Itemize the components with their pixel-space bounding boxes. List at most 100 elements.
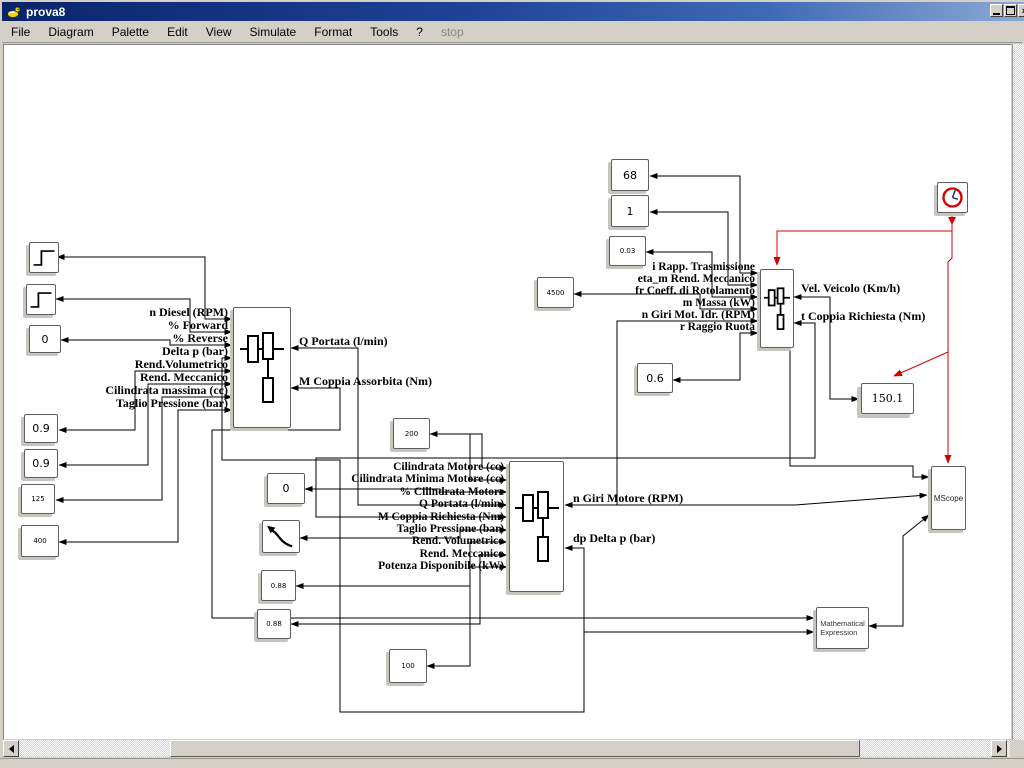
constant-value: 125 bbox=[31, 495, 45, 503]
constant-block-0-mid[interactable]: 0 bbox=[267, 473, 305, 504]
port-label: % Cilindrata Motore bbox=[399, 485, 504, 498]
constant-value: 400 bbox=[33, 537, 47, 545]
port-label: % Reverse bbox=[172, 331, 228, 345]
port-label: M Coppia Richiesta (Nm) bbox=[377, 510, 504, 523]
constant-block-100[interactable]: 100 bbox=[389, 649, 427, 683]
port-label: Rend. Volumetrico bbox=[412, 535, 504, 548]
constant-block-400[interactable]: 400 bbox=[21, 525, 59, 557]
horizontal-scrollbar-thumb[interactable] bbox=[170, 740, 860, 757]
menu-tools[interactable]: Tools bbox=[370, 25, 399, 39]
port-label: Rend. Meccanico bbox=[140, 370, 228, 384]
port-label: % Forward bbox=[167, 318, 228, 332]
menu-simulate[interactable]: Simulate bbox=[249, 25, 297, 39]
minimize-icon bbox=[993, 12, 1000, 15]
mscope-block[interactable]: MScope bbox=[931, 466, 966, 530]
mscope-label: MScope bbox=[933, 493, 964, 503]
constant-value: 0 bbox=[282, 482, 290, 495]
title-bar[interactable]: prova8 bbox=[2, 2, 1024, 21]
port-label: Potenza Disponibile (kW) bbox=[378, 560, 504, 573]
constant-block-0.03[interactable]: 0.03 bbox=[609, 236, 646, 266]
port-label: Cilindrata Motore (cc) bbox=[393, 461, 504, 473]
scroll-left-button[interactable] bbox=[3, 740, 19, 757]
math-expression-block[interactable]: Mathematical Expression bbox=[816, 607, 869, 649]
constant-block-4500[interactable]: 4500 bbox=[537, 277, 574, 308]
port-label: Rend. Meccanico bbox=[419, 547, 504, 560]
status-strip bbox=[0, 758, 1024, 761]
port-label: Cilindrata massima (cc) bbox=[105, 383, 228, 397]
hydraulic-drive-icon bbox=[764, 286, 790, 330]
superblock1-output-label-1: Q Portata (l/min) bbox=[299, 334, 388, 348]
scroll-left-icon bbox=[8, 744, 14, 753]
maximize-icon bbox=[1006, 6, 1015, 15]
constant-value: 0.9 bbox=[32, 457, 50, 470]
constant-value: 100 bbox=[401, 662, 415, 670]
numeric-display-block[interactable]: 150.1 bbox=[861, 383, 914, 414]
superblock3-output-label-2: t Coppia Richiesta (Nm) bbox=[801, 309, 926, 323]
port-label: n Diesel (RPM) bbox=[149, 305, 228, 319]
superblock2-output-label-2: dp Delta p (bar) bbox=[573, 531, 656, 545]
clock-block[interactable] bbox=[937, 182, 968, 213]
display-value: 150.1 bbox=[871, 392, 904, 405]
close-icon: × bbox=[1022, 6, 1024, 16]
constant-block-1[interactable]: 1 bbox=[611, 195, 649, 227]
curve-icon bbox=[267, 525, 293, 547]
superblock3-output-label-1: Vel. Veicolo (Km/h) bbox=[801, 281, 901, 295]
math-expression-label-2: Expression bbox=[820, 628, 858, 637]
vertical-scrollbar[interactable] bbox=[1012, 44, 1024, 740]
step-block-1[interactable] bbox=[29, 242, 59, 273]
constant-block-68[interactable]: 68 bbox=[611, 159, 649, 191]
constant-block-0.9-a[interactable]: 0.9 bbox=[24, 414, 58, 443]
superblock2-input-labels: Cilindrata Motore (cc) Cilindrata Minima… bbox=[351, 461, 504, 573]
port-label: i Rapp. Trasmissione bbox=[652, 261, 755, 273]
superblock3-input-labels: i Rapp. Trasmissione eta_m Rend. Meccani… bbox=[635, 261, 755, 333]
superblock-veicolo[interactable] bbox=[760, 269, 794, 348]
port-label: Delta p (bar) bbox=[162, 344, 228, 358]
menu-stop[interactable]: stop bbox=[440, 25, 464, 39]
menu-format[interactable]: Format bbox=[314, 25, 353, 39]
minimize-button[interactable] bbox=[990, 4, 1003, 17]
constant-block-0.9-b[interactable]: 0.9 bbox=[24, 449, 58, 478]
constant-value: 0 bbox=[41, 332, 49, 346]
port-label: n Giri Mot. Idr. (RPM) bbox=[641, 309, 755, 321]
app-bird-icon bbox=[6, 5, 22, 19]
constant-value: 4500 bbox=[546, 288, 565, 297]
constant-block-200[interactable]: 200 bbox=[393, 418, 430, 449]
scroll-right-icon bbox=[996, 744, 1002, 753]
horizontal-scrollbar[interactable] bbox=[3, 740, 1010, 757]
constant-block-125[interactable]: 125 bbox=[21, 484, 55, 514]
constant-block-0.6[interactable]: 0.6 bbox=[637, 363, 673, 393]
scroll-right-button[interactable] bbox=[991, 740, 1007, 757]
superblock-motore[interactable] bbox=[509, 461, 564, 592]
menu-view[interactable]: View bbox=[205, 25, 232, 39]
superblock2-output-label-1: n Giri Motore (RPM) bbox=[573, 491, 684, 505]
step-block-2[interactable] bbox=[26, 284, 56, 315]
port-label: Taglio Pressione (bar) bbox=[396, 523, 504, 536]
superblock-pompa[interactable] bbox=[233, 307, 291, 428]
menu-diagram[interactable]: Diagram bbox=[48, 25, 94, 39]
maximize-button[interactable] bbox=[1004, 4, 1017, 17]
constant-value: 0.03 bbox=[619, 247, 636, 255]
port-label: Q Portata (l/min) bbox=[419, 498, 504, 511]
curve-profile-block[interactable] bbox=[262, 520, 300, 553]
port-label: m Massa (kW) bbox=[682, 297, 755, 309]
menu-help[interactable]: ? bbox=[416, 25, 423, 39]
constant-block-0.88-b[interactable]: 0.88 bbox=[257, 609, 291, 639]
close-button[interactable]: × bbox=[1018, 4, 1024, 17]
menu-palette[interactable]: Palette bbox=[111, 25, 150, 39]
hydraulic-motor-icon bbox=[514, 490, 559, 562]
constant-value: 0.88 bbox=[266, 620, 282, 628]
clock-icon bbox=[942, 187, 963, 208]
port-label: eta_m Rend. Meccanico bbox=[637, 273, 755, 285]
superblock1-input-labels: n Diesel (RPM) % Forward % Reverse Delta… bbox=[105, 306, 228, 410]
step-icon bbox=[30, 291, 52, 308]
menu-file[interactable]: File bbox=[11, 25, 31, 39]
constant-block-0[interactable]: 0 bbox=[29, 325, 61, 353]
hydraulic-pump-icon bbox=[240, 331, 284, 403]
math-expression-label-1: Mathematical bbox=[820, 619, 865, 628]
menu-edit[interactable]: Edit bbox=[167, 25, 188, 39]
constant-block-0.88-a[interactable]: 0.88 bbox=[261, 570, 296, 601]
menu-bar: File Diagram Palette Edit View Simulate … bbox=[2, 22, 1022, 43]
constant-value: 0.88 bbox=[270, 581, 287, 590]
constant-value: 68 bbox=[623, 168, 637, 182]
